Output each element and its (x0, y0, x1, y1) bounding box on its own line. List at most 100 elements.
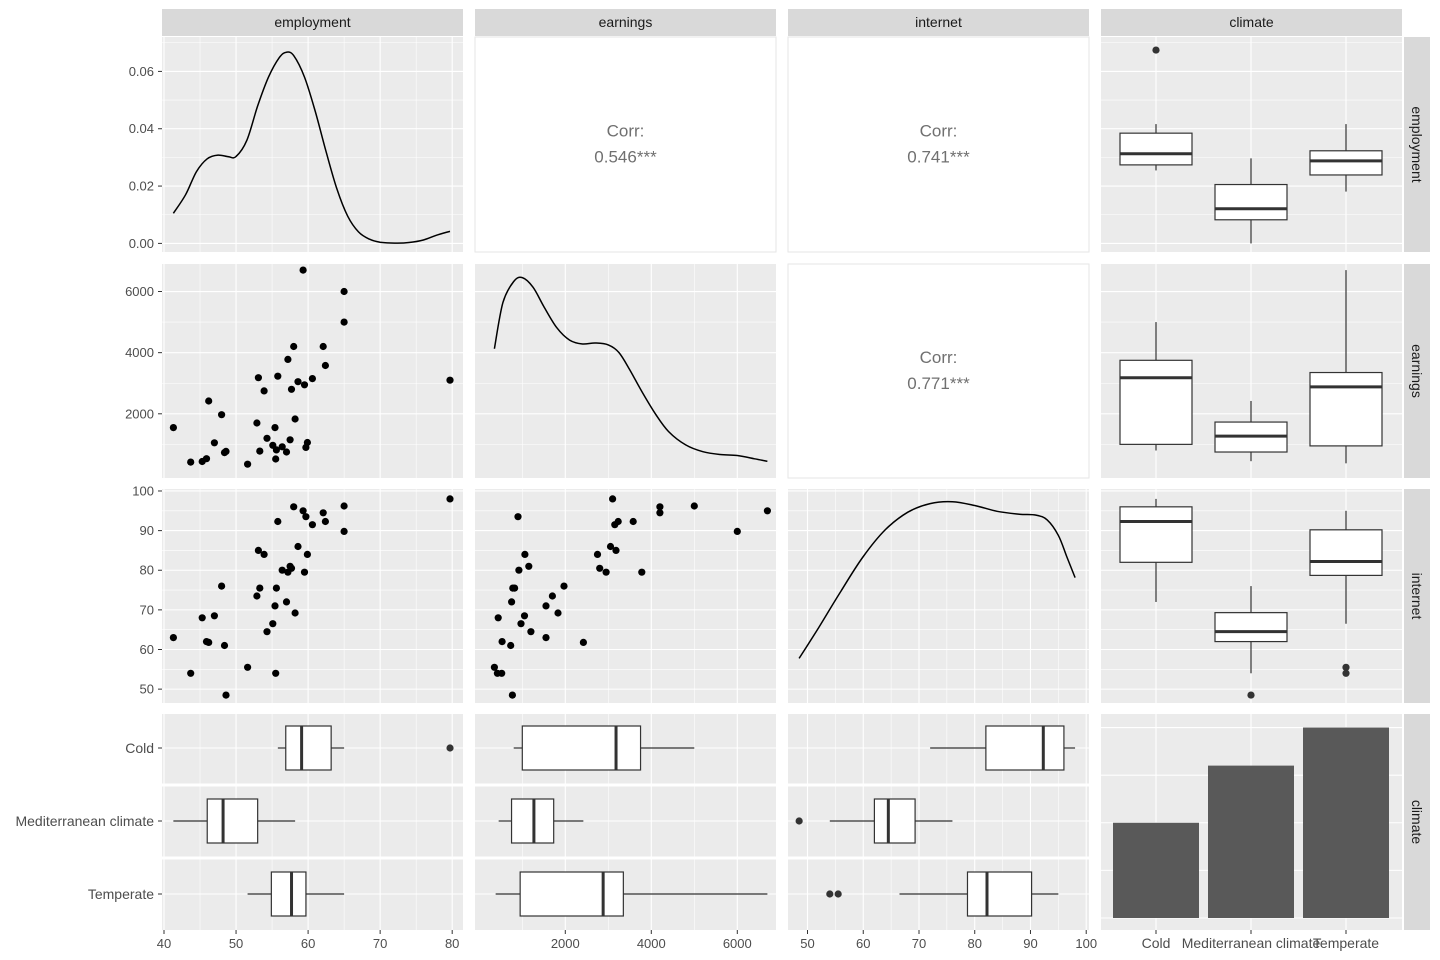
strip-label-top-climate: climate (1229, 14, 1274, 30)
y-tick-label-density: 0.06 (129, 64, 154, 79)
x-tick-label-climate: Mediterranean climate (1182, 935, 1321, 951)
x-tick-label: 100 (1075, 936, 1097, 951)
scatter-point-earnings-vs-employment (263, 434, 271, 442)
y-tick-label-internet: 100 (132, 483, 154, 498)
scatter-point-internet-vs-earnings (515, 566, 523, 574)
scatter-point-earnings-vs-employment (274, 372, 282, 380)
y-tick-label-internet: 70 (140, 602, 154, 617)
scatter-point-earnings-vs-employment (446, 376, 454, 384)
scatter-point-internet-vs-employment (287, 564, 296, 572)
scatter-point-internet-vs-earnings (733, 527, 741, 536)
scatter-point-earnings-vs-employment (303, 438, 311, 447)
y-tick-label-internet: 90 (140, 523, 154, 538)
scatter-point-earnings-vs-employment (290, 342, 298, 351)
x-tick-label: 2000 (551, 936, 580, 951)
y-tick-label-internet: 60 (140, 642, 154, 657)
scatter-point-earnings-vs-employment (321, 361, 329, 370)
scatter-point-internet-vs-earnings (510, 584, 519, 592)
scatter-point-internet-vs-employment (303, 550, 311, 559)
scatter-point-internet-vs-employment (300, 568, 309, 576)
scatter-point-earnings-vs-employment (299, 266, 307, 274)
scatter-point-internet-vs-employment (256, 584, 264, 592)
panel-employment-employment (162, 37, 463, 252)
box-outlier-internet (1342, 669, 1350, 677)
y-tick-label-density: 0.02 (129, 179, 154, 194)
scatter-point-internet-vs-earnings (527, 628, 535, 636)
corr-value: 0.546*** (594, 148, 657, 167)
strip-label-top-earnings: earnings (599, 14, 653, 30)
scatter-point-internet-vs-employment (220, 641, 229, 650)
scatter-point-internet-vs-employment (319, 509, 327, 517)
strip-label-top-employment: employment (274, 14, 350, 30)
scatter-point-earnings-vs-employment (254, 374, 262, 382)
scatter-point-internet-vs-earnings (656, 503, 664, 511)
x-tick-label: 70 (912, 936, 926, 951)
panel-employment-internet (787, 36, 1090, 253)
scatter-point-earnings-vs-employment (244, 460, 252, 468)
scatter-point-internet-vs-earnings (520, 612, 529, 620)
x-tick-label: 90 (1023, 936, 1037, 951)
scatter-point-internet-vs-earnings (638, 568, 646, 576)
scatter-point-earnings-vs-employment (205, 397, 213, 405)
strip-right-climate (1404, 714, 1430, 930)
scatter-point-internet-vs-earnings (507, 641, 515, 650)
hbox-body-earnings (521, 725, 642, 771)
x-tick-label-climate: Cold (1142, 935, 1171, 951)
scatter-point-internet-vs-employment (271, 602, 279, 610)
panel-earnings-earnings (475, 264, 776, 478)
scatter-point-internet-vs-earnings (656, 509, 664, 517)
scatter-point-earnings-vs-employment (222, 447, 230, 455)
scatter-point-earnings-vs-employment (300, 381, 309, 389)
y-tick-label-climate: Cold (125, 740, 154, 756)
box-outlier-employment (1152, 46, 1160, 54)
strip-top-climate (1101, 9, 1402, 36)
scatter-point-internet-vs-employment (321, 517, 329, 526)
scatter-point-internet-vs-earnings (521, 550, 529, 559)
scatter-point-earnings-vs-employment (278, 443, 286, 451)
x-tick-label: 60 (301, 936, 315, 951)
scatter-point-internet-vs-earnings (542, 634, 550, 642)
scatter-point-internet-vs-earnings (514, 513, 522, 521)
bar-mediterranean-climate (1208, 765, 1294, 918)
scatter-point-internet-vs-earnings (508, 598, 516, 606)
box-body-internet (1309, 529, 1383, 576)
scatter-point-internet-vs-earnings (593, 550, 602, 559)
scatter-point-earnings-vs-employment (218, 411, 226, 419)
hbox-body-internet (873, 798, 916, 844)
scatter-point-earnings-vs-employment (286, 436, 294, 444)
scatter-point-earnings-vs-employment (308, 375, 316, 383)
scatter-point-internet-vs-employment (210, 612, 218, 620)
hbox-outlier-employment (446, 744, 454, 752)
scatter-point-internet-vs-earnings (629, 517, 637, 526)
scatter-point-internet-vs-employment (218, 582, 226, 590)
hbox-outlier-internet (795, 817, 803, 825)
scatter-point-earnings-vs-employment (272, 446, 280, 454)
box-body-employment (1214, 183, 1288, 221)
hbox-body-employment (270, 871, 307, 917)
x-tick-label-climate: Temperate (1313, 935, 1379, 951)
scatter-point-internet-vs-employment (269, 620, 277, 628)
scatter-point-earnings-vs-employment (284, 355, 292, 363)
x-tick-label: 50 (229, 936, 243, 951)
scatter-point-internet-vs-employment (222, 691, 230, 699)
hbox-body-internet (985, 725, 1065, 771)
scatter-point-earnings-vs-employment (202, 455, 211, 463)
scatter-point-internet-vs-earnings (494, 614, 502, 622)
strip-label-top-internet: internet (915, 14, 962, 30)
scatter-point-internet-vs-employment (302, 513, 310, 521)
scatter-point-internet-vs-earnings (525, 562, 533, 570)
scatter-point-internet-vs-employment (282, 598, 291, 606)
scatter-point-internet-vs-earnings (548, 592, 557, 600)
scatter-point-earnings-vs-employment (260, 387, 268, 395)
y-tick-label-earnings: 4000 (125, 345, 154, 360)
density-curve-earnings (493, 276, 768, 463)
hbox-outlier-internet (826, 890, 834, 898)
corr-value: 0.771*** (907, 374, 970, 393)
box-outlier-internet (1247, 691, 1255, 699)
panel-earnings-employment (162, 264, 463, 478)
scatter-point-earnings-vs-employment (340, 318, 348, 326)
scatter-point-earnings-vs-employment (282, 448, 291, 456)
scatter-point-internet-vs-earnings (517, 620, 525, 628)
box-body-employment (1119, 132, 1193, 166)
